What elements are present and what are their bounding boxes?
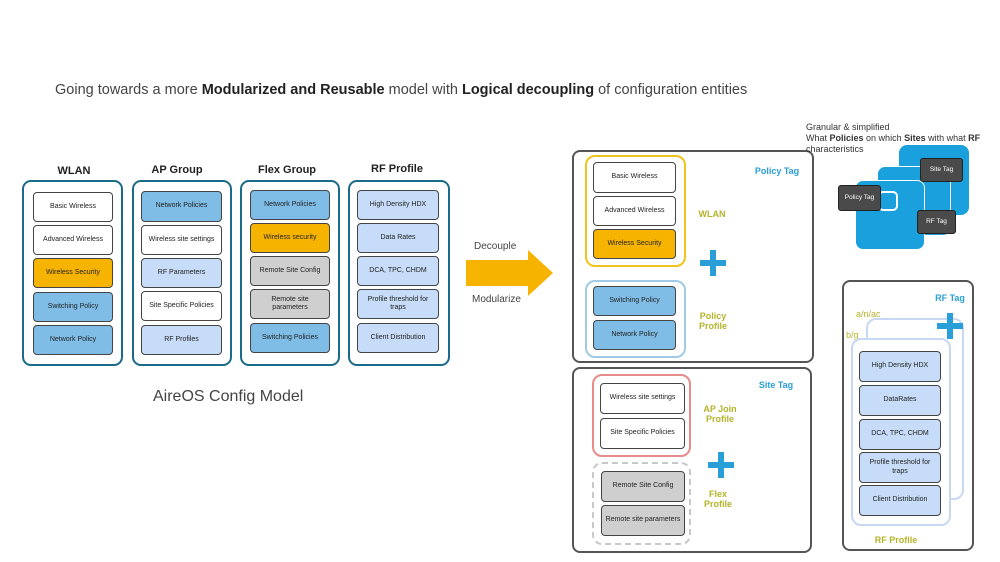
granular-bold: RF bbox=[968, 133, 981, 143]
granular-bold: Sites bbox=[904, 133, 926, 143]
rf-profile-column-title: RF Profile bbox=[371, 163, 423, 175]
policy-wlan-item: Basic Wireless bbox=[593, 162, 676, 193]
headline-text-3: of configuration entities bbox=[594, 82, 748, 98]
wlan-column-frame bbox=[22, 180, 123, 366]
ap-group-item: Site Specific Policies bbox=[141, 291, 222, 321]
ap-join-item: Site Specific Policies bbox=[600, 418, 685, 449]
wlan-column-title: WLAN bbox=[57, 165, 91, 177]
policy-profile-group-frame bbox=[585, 280, 686, 358]
policy-profile-label: Policy Profile bbox=[698, 311, 727, 331]
flex-group-column-frame bbox=[240, 180, 340, 366]
policy-profile-item: Network Policy bbox=[593, 320, 676, 350]
rf-profile-item: Client Distribution bbox=[357, 323, 439, 353]
wlan-item: Wireless Security bbox=[33, 258, 113, 288]
rf-tag-card: RF Tag bbox=[917, 210, 956, 234]
headline: Going towards a more Modularized and Reu… bbox=[55, 82, 747, 98]
modularize-label: Modularize bbox=[472, 294, 521, 305]
granular-text: What bbox=[806, 133, 830, 143]
decouple-label: Decouple bbox=[474, 241, 517, 252]
rf-tag-item: DataRates bbox=[859, 385, 941, 416]
flex-group-item: Remote Site Config bbox=[250, 256, 330, 286]
granular-text: on which bbox=[863, 133, 905, 143]
granular-line-1: Granular & simplified bbox=[806, 122, 890, 132]
wlan-item: Network Policy bbox=[33, 325, 113, 355]
policy-profile-item: Switching Policy bbox=[593, 286, 676, 316]
site-tag-label: Site Tag bbox=[758, 380, 794, 390]
wlan-item: Switching Policy bbox=[33, 292, 113, 322]
flex-profile-item: Remote site parameters bbox=[601, 505, 685, 536]
rf-tag-frame bbox=[842, 280, 974, 551]
flex-group-item: Remote site parameters bbox=[250, 289, 330, 319]
policy-wlan-item: Advanced Wireless bbox=[593, 196, 676, 226]
rf-profile-item: DCA, TPC, CHDM bbox=[357, 256, 439, 286]
ap-group-item: RF Parameters bbox=[141, 258, 222, 288]
granular-text: with what bbox=[925, 133, 969, 143]
ap-group-column-frame bbox=[132, 180, 232, 366]
wlan-group-frame bbox=[585, 155, 686, 267]
aireos-caption: AireOS Config Model bbox=[153, 388, 304, 405]
policy-wlan-item: Wireless Security bbox=[593, 229, 676, 259]
ap-group-item: RF Profiles bbox=[141, 325, 222, 355]
granular-line-3: characteristics bbox=[806, 144, 864, 154]
policy-tag-frame bbox=[572, 150, 814, 363]
plus-icon bbox=[700, 250, 726, 276]
decouple-arrow-icon bbox=[466, 250, 553, 296]
flex-profile-label: Flex Profile bbox=[703, 489, 732, 509]
wlan-item: Basic Wireless bbox=[33, 192, 113, 222]
granular-bold: Policies bbox=[829, 133, 864, 143]
flex-group-frame bbox=[592, 462, 691, 545]
rf-profile-item: Data Rates bbox=[357, 223, 439, 253]
wlan-item: Advanced Wireless bbox=[33, 225, 113, 255]
ap-group-item: Wireless site settings bbox=[141, 225, 222, 255]
policy-tag-card: Policy Tag bbox=[838, 185, 881, 211]
ap-join-item: Wireless site settings bbox=[600, 383, 685, 414]
rf-tag-item: High Density HDX bbox=[859, 351, 941, 382]
ap-group-item: Network Policies bbox=[141, 191, 222, 222]
band-b-label: b/g bbox=[846, 330, 859, 340]
rf-tag-item: DCA, TPC, CHDM bbox=[859, 419, 941, 450]
ap-group-column-title: AP Group bbox=[151, 164, 203, 176]
flex-group-item: Network Policies bbox=[250, 190, 330, 220]
policy-tag-label: Policy Tag bbox=[754, 166, 800, 176]
plus-icon bbox=[937, 313, 963, 339]
flex-profile-item: Remote Site Config bbox=[601, 471, 685, 502]
granular-caption: Granular & simplified What Policies on w… bbox=[806, 122, 980, 155]
band-a-label: a/n/ac bbox=[856, 309, 881, 319]
headline-text-2: model with bbox=[384, 82, 462, 98]
headline-text-1: Going towards a more bbox=[55, 82, 202, 98]
rf-tag-item: Profile threshold for traps bbox=[859, 452, 941, 483]
rf-profile-label: RF Profile bbox=[874, 535, 918, 545]
rf-profile-column-frame bbox=[348, 180, 450, 366]
granular-line-2: What Policies on which Sites with what R… bbox=[806, 133, 980, 144]
headline-bold-1: Modularized and Reusable bbox=[201, 82, 385, 98]
headline-bold-2: Logical decoupling bbox=[461, 82, 595, 98]
plus-icon bbox=[708, 452, 734, 478]
flex-group-item: Wireless security bbox=[250, 223, 330, 253]
wlan-group-label: WLAN bbox=[698, 209, 726, 219]
site-tag-card: Site Tag bbox=[920, 158, 963, 182]
rf-profile-item: High Density HDX bbox=[357, 190, 439, 220]
site-tag-frame bbox=[572, 367, 812, 553]
ap-join-group-frame bbox=[592, 374, 691, 457]
flex-group-item: Switching Policies bbox=[250, 323, 330, 353]
flex-group-column-title: Flex Group bbox=[257, 164, 317, 176]
rf-profile-item: Profile threshold for traps bbox=[357, 289, 439, 319]
ap-join-profile-label: AP Join Profile bbox=[703, 404, 737, 424]
rf-tag-item: Client Distribution bbox=[859, 485, 941, 516]
rf-tag-label: RF Tag bbox=[935, 293, 965, 303]
